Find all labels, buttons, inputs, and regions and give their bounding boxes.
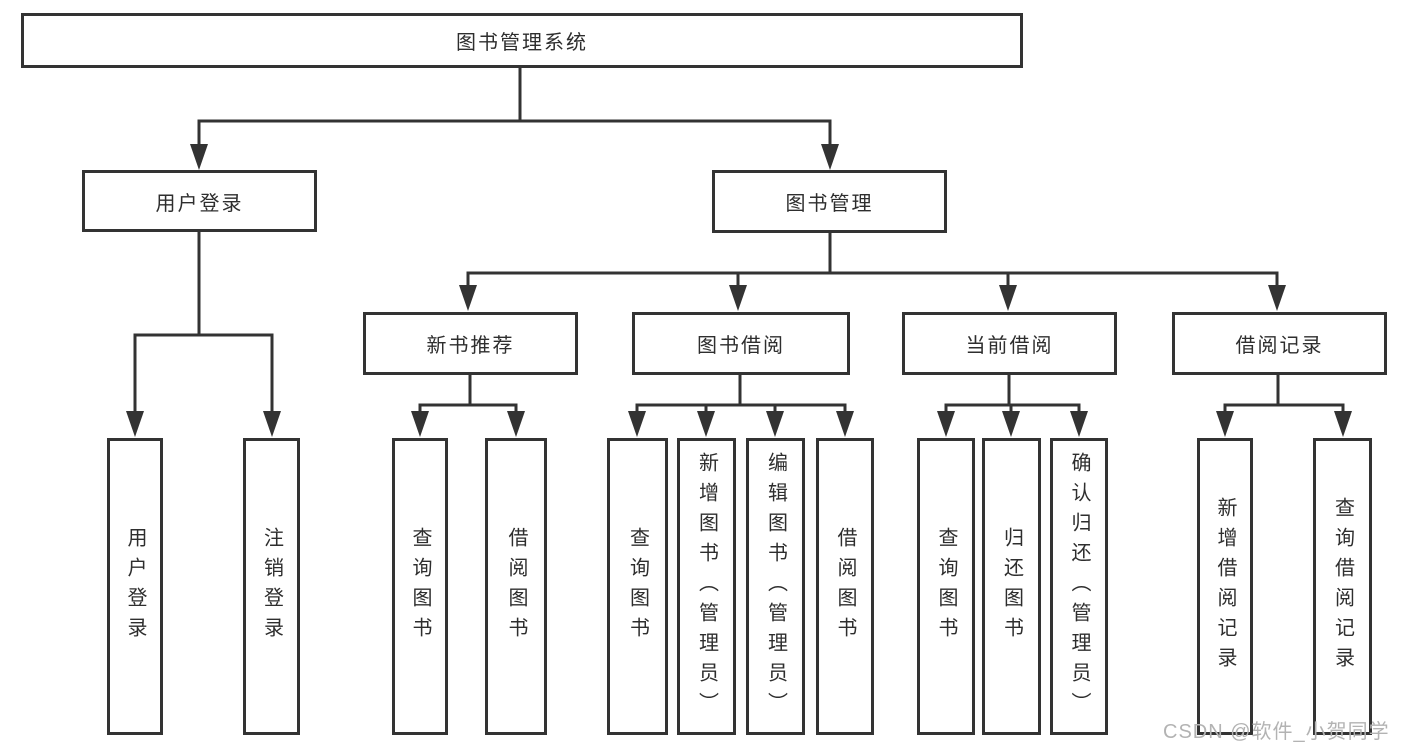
- node-borrow-records: 借阅记录: [1172, 312, 1387, 375]
- arrowhead-query-books-1: [411, 411, 429, 437]
- connector-borrow-to-query: [635, 375, 742, 415]
- arrowhead-book-borrow: [729, 285, 747, 311]
- node-book-borrow: 图书借阅: [632, 312, 850, 375]
- node-label: 新增借阅记录: [1214, 496, 1236, 677]
- node-book-management: 图书管理: [712, 170, 947, 233]
- arrowhead-query-record: [1334, 411, 1352, 437]
- connector-mgmt-to-new-book: [466, 233, 832, 290]
- arrowhead-new-book: [459, 285, 477, 311]
- arrowhead-add-record: [1216, 411, 1234, 437]
- node-label: 确认归还（管理员）: [1068, 451, 1090, 722]
- arrowhead-query-books-3: [937, 411, 955, 437]
- node-label: 用户登录: [124, 526, 146, 647]
- arrowhead-return-books: [1002, 411, 1020, 437]
- node-label: 编辑图书（管理员）: [764, 451, 787, 722]
- connector-root-to-user-login: [197, 68, 522, 151]
- connector-current-to-confirm: [1009, 403, 1081, 415]
- node-label: 新增图书（管理员）: [695, 451, 718, 722]
- node-label: 查询图书: [626, 526, 649, 647]
- connector-records-to-query: [1278, 403, 1345, 415]
- node-add-borrow-record: 新增借阅记录: [1197, 438, 1253, 735]
- node-add-books-admin: 新增图书（管理员）: [677, 438, 736, 735]
- node-query-books-recommend: 查询图书: [392, 438, 448, 735]
- arrowhead-logout: [263, 411, 281, 437]
- connector-login-to-logout: [199, 333, 274, 415]
- connector-records-to-add: [1223, 375, 1280, 415]
- node-borrow-books-recommend: 借阅图书: [485, 438, 547, 735]
- arrowhead-book-management: [821, 144, 839, 170]
- node-confirm-return-admin: 确认归还（管理员）: [1050, 438, 1108, 735]
- node-label: 注销登录: [260, 526, 283, 647]
- connector-newbook-to-query: [418, 375, 472, 415]
- node-current-borrow: 当前借阅: [902, 312, 1117, 375]
- connector-root-to-book-management: [520, 119, 832, 151]
- arrowhead-borrow-books-2: [836, 411, 854, 437]
- connector-mgmt-to-records: [830, 271, 1279, 290]
- node-book-management-system: 图书管理系统: [21, 13, 1023, 68]
- node-return-books: 归还图书: [982, 438, 1041, 735]
- node-label: 查询图书: [409, 526, 431, 647]
- node-label: 查询借阅记录: [1331, 496, 1354, 677]
- node-label: 归还图书: [1000, 526, 1023, 647]
- node-borrow-books-borrow: 借阅图书: [816, 438, 874, 735]
- arrowhead-borrow-books-1: [507, 411, 525, 437]
- node-query-borrow-record: 查询借阅记录: [1313, 438, 1372, 735]
- node-label: 借阅图书: [834, 526, 856, 647]
- node-edit-books-admin: 编辑图书（管理员）: [746, 438, 805, 735]
- connector-borrow-to-borrowbook: [740, 403, 847, 415]
- arrowhead-user-login: [190, 144, 208, 170]
- arrowhead-borrow-records: [1268, 285, 1286, 311]
- node-new-book-recommend: 新书推荐: [363, 312, 578, 375]
- arrowhead-edit-books: [766, 411, 784, 437]
- connector-login-to-user-login-leaf: [133, 232, 201, 415]
- node-user-login-leaf: 用户登录: [107, 438, 163, 735]
- node-user-login: 用户登录: [82, 170, 317, 232]
- node-query-books-current: 查询图书: [917, 438, 975, 735]
- connector-current-to-query: [944, 375, 1011, 415]
- node-query-books-borrow: 查询图书: [607, 438, 668, 735]
- arrowhead-confirm-return: [1070, 411, 1088, 437]
- node-label: 查询图书: [935, 526, 957, 647]
- arrowhead-user-login-leaf: [126, 411, 144, 437]
- arrowhead-add-books: [697, 411, 715, 437]
- node-label: 借阅图书: [505, 526, 527, 647]
- node-logout: 注销登录: [243, 438, 300, 735]
- arrowhead-current-borrow: [999, 285, 1017, 311]
- arrowhead-query-books-2: [628, 411, 646, 437]
- watermark: CSDN @软件_小贺同学: [1163, 721, 1390, 743]
